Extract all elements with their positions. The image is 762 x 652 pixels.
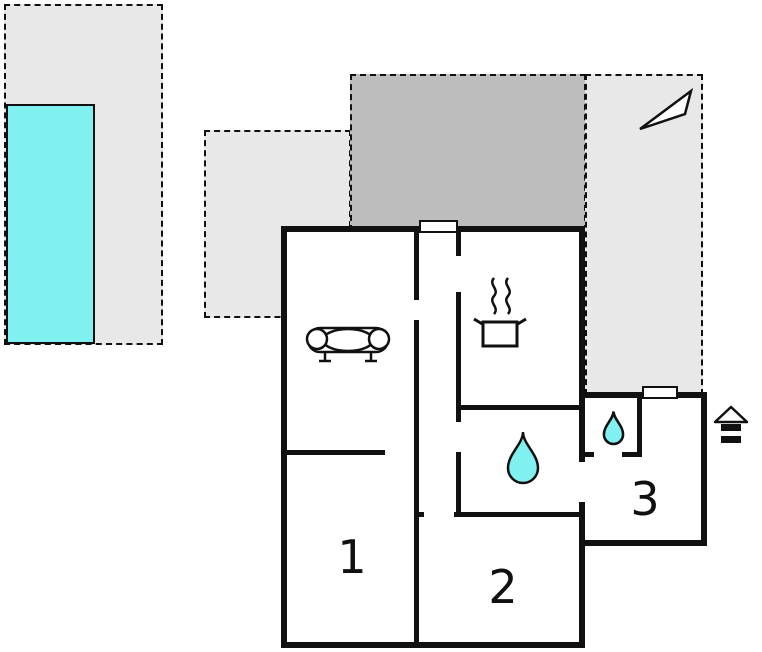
swimming-pool (6, 104, 95, 344)
door-opening-marker (419, 220, 458, 233)
water-drop-icon (505, 430, 541, 486)
wall-segment (456, 452, 461, 517)
wall-segment (456, 292, 461, 422)
wall-segment (454, 512, 579, 517)
wall-segment (456, 405, 579, 410)
north-arrow-icon (634, 84, 698, 136)
room-2-label: 2 (488, 560, 518, 614)
small-water-drop-icon (602, 410, 625, 446)
door-opening (577, 462, 587, 502)
well-icon (712, 404, 750, 448)
window-marker (642, 386, 678, 399)
sofa-icon (300, 314, 396, 366)
wall-segment (287, 450, 385, 455)
wall-segment (585, 452, 594, 457)
covered-terrace (350, 74, 586, 231)
wall-segment (456, 232, 461, 256)
wall-segment (414, 320, 419, 642)
wall-segment (414, 230, 419, 300)
stove-steam-icon (468, 274, 532, 352)
room-3-label: 3 (630, 472, 660, 526)
wall-segment (637, 398, 642, 452)
wall-segment (414, 512, 424, 517)
room-1-label: 1 (337, 530, 367, 584)
wall-segment (622, 452, 642, 457)
